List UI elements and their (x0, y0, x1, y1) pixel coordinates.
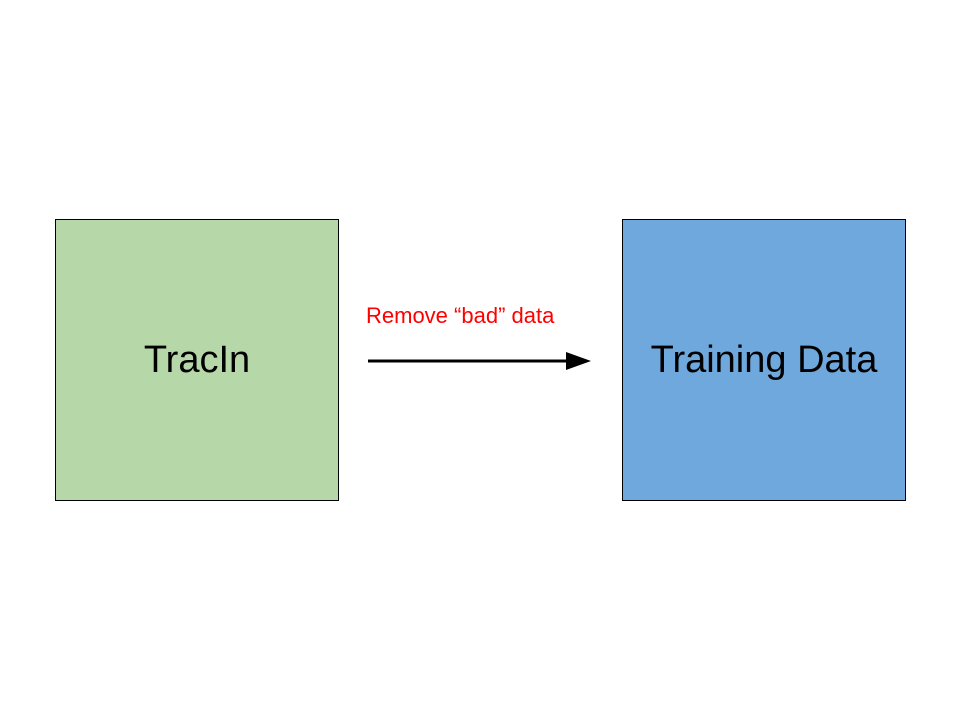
arrowhead-icon (566, 352, 591, 370)
tracin-box: TracIn (55, 219, 339, 501)
edge-label: Remove “bad” data (366, 303, 555, 328)
training-data-label: Training Data (650, 338, 878, 381)
training-data-box: Training Data (622, 219, 906, 501)
tracin-label: TracIn (143, 338, 251, 381)
